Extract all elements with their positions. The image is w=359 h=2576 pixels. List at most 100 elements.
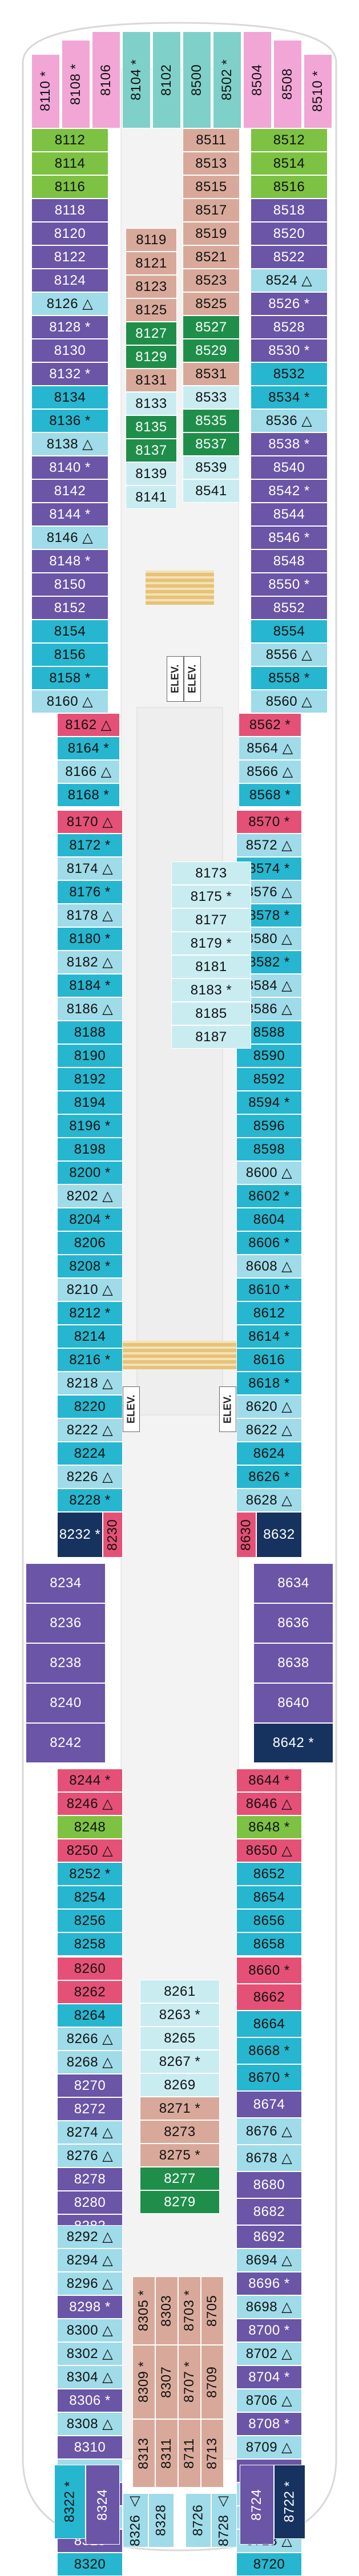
cabin-8525[interactable]: 8525 [183, 292, 240, 316]
cabin-8700[interactable]: 8700 * [236, 2319, 302, 2342]
cabin-8136[interactable]: 8136 * [31, 409, 108, 432]
cabin-8262[interactable]: 8262 [57, 1980, 123, 2004]
cabin-8200[interactable]: 8200 * [57, 1161, 123, 1184]
cabin-8228[interactable]: 8228 * [57, 1489, 123, 1512]
cabin-8682[interactable]: 8682 [236, 2198, 302, 2225]
cabin-8320[interactable]: 8320 [57, 2553, 123, 2576]
cabin-8133[interactable]: 8133 [126, 392, 177, 415]
cabin-8256[interactable]: 8256 [57, 1909, 123, 1932]
cabin-8662[interactable]: 8662 [236, 1984, 302, 2011]
cabin-8119[interactable]: 8119 [126, 228, 177, 252]
cabin-8704[interactable]: 8704 * [236, 2365, 302, 2389]
cabin-8273[interactable]: 8273 [140, 2120, 220, 2144]
cabin-8124[interactable]: 8124 [31, 269, 108, 292]
cabin-8604[interactable]: 8604 [236, 1208, 302, 1231]
cabin-8518[interactable]: 8518 [251, 199, 328, 222]
cabin-8156[interactable]: 8156 [31, 643, 108, 666]
cabin-8606[interactable]: 8606 * [236, 1231, 302, 1255]
cabin-8269[interactable]: 8269 [140, 2073, 220, 2097]
cabin-8517[interactable]: 8517 [183, 199, 240, 222]
cabin-8311[interactable]: 8311 [155, 2419, 178, 2488]
cabin-8158[interactable]: 8158 * [31, 666, 108, 690]
cabin-8146[interactable]: 8146 △ [31, 526, 108, 549]
cabin-8296[interactable]: 8296 △ [57, 2272, 123, 2295]
cabin-8238[interactable]: 8238 [26, 1643, 106, 1683]
cabin-8624[interactable]: 8624 [236, 1442, 302, 1465]
cabin-8110[interactable]: 8110 * [31, 54, 60, 128]
cabin-8129[interactable]: 8129 [126, 345, 177, 369]
cabin-8277[interactable]: 8277 [140, 2167, 220, 2190]
cabin-8170[interactable]: 8170 △ [57, 810, 123, 834]
cabin-8711[interactable]: 8711 [178, 2419, 201, 2488]
cabin-8186[interactable]: 8186 △ [57, 997, 123, 1021]
cabin-8694[interactable]: 8694 △ [236, 2249, 302, 2272]
cabin-8511[interactable]: 8511 [183, 128, 240, 152]
cabin-8326[interactable]: 8326 △ [123, 2493, 148, 2547]
cabin-8184[interactable]: 8184 * [57, 974, 123, 997]
cabin-8226[interactable]: 8226 △ [57, 1465, 123, 1489]
cabin-8706[interactable]: 8706 △ [236, 2389, 302, 2412]
cabin-8709[interactable]: 8709 △ [236, 2436, 302, 2459]
cabin-8608[interactable]: 8608 △ [236, 1255, 302, 1278]
cabin-8726[interactable]: 8726 [185, 2493, 211, 2547]
cabin-8513[interactable]: 8513 [183, 152, 240, 175]
cabin-8121[interactable]: 8121 [126, 252, 177, 275]
cabin-8242[interactable]: 8242 [26, 1723, 106, 1763]
cabin-8544[interactable]: 8544 [251, 503, 328, 526]
cabin-8190[interactable]: 8190 [57, 1044, 123, 1067]
cabin-8302[interactable]: 8302 △ [57, 2342, 123, 2365]
cabin-8122[interactable]: 8122 [31, 245, 108, 269]
cabin-8510[interactable]: 8510 * [304, 54, 332, 128]
cabin-8535[interactable]: 8535 [183, 409, 240, 432]
cabin-8180[interactable]: 8180 * [57, 927, 123, 951]
cabin-8177[interactable]: 8177 [171, 908, 251, 932]
cabin-8152[interactable]: 8152 [31, 596, 108, 620]
cabin-8309[interactable]: 8309 * [132, 2345, 155, 2419]
cabin-8139[interactable]: 8139 [126, 462, 177, 486]
cabin-8724[interactable]: 8724 [240, 2465, 274, 2545]
cabin-8642[interactable]: 8642 * [253, 1723, 333, 1763]
cabin-8654[interactable]: 8654 [236, 1886, 302, 1909]
cabin-8713[interactable]: 8713 [201, 2419, 224, 2488]
cabin-8527[interactable]: 8527 [183, 316, 240, 339]
cabin-8522[interactable]: 8522 [251, 245, 328, 269]
cabin-8630[interactable]: 8630 [236, 1512, 256, 1558]
cabin-8142[interactable]: 8142 [31, 479, 108, 503]
cabin-8728[interactable]: 8728 △ [211, 2493, 237, 2547]
cabin-8538[interactable]: 8538 * [251, 432, 328, 456]
cabin-8240[interactable]: 8240 [26, 1683, 106, 1723]
cabin-8542[interactable]: 8542 * [251, 479, 328, 503]
cabin-8676[interactable]: 8676 △ [236, 2118, 302, 2145]
cabin-8210[interactable]: 8210 △ [57, 1278, 123, 1301]
cabin-8537[interactable]: 8537 [183, 432, 240, 456]
cabin-8512[interactable]: 8512 [251, 128, 328, 152]
cabin-8592[interactable]: 8592 [236, 1067, 302, 1091]
cabin-8118[interactable]: 8118 [31, 199, 108, 222]
cabin-8140[interactable]: 8140 * [31, 456, 108, 479]
cabin-8294[interactable]: 8294 △ [57, 2249, 123, 2272]
cabin-8271[interactable]: 8271 * [140, 2097, 220, 2120]
cabin-8276[interactable]: 8276 △ [57, 2144, 123, 2167]
cabin-8144[interactable]: 8144 * [31, 503, 108, 526]
cabin-8556[interactable]: 8556 △ [251, 643, 328, 666]
cabin-8116[interactable]: 8116 [31, 175, 108, 199]
cabin-8668[interactable]: 8668 * [236, 2037, 302, 2064]
cabin-8638[interactable]: 8638 [253, 1643, 333, 1683]
cabin-8524[interactable]: 8524 △ [251, 269, 328, 292]
cabin-8307[interactable]: 8307 [155, 2345, 178, 2419]
cabin-8308[interactable]: 8308 △ [57, 2412, 123, 2436]
cabin-8198[interactable]: 8198 [57, 1138, 123, 1161]
cabin-8519[interactable]: 8519 [183, 222, 240, 245]
cabin-8529[interactable]: 8529 [183, 339, 240, 362]
cabin-8602[interactable]: 8602 * [236, 1184, 302, 1208]
cabin-8305[interactable]: 8305 * [132, 2276, 155, 2345]
cabin-8533[interactable]: 8533 [183, 386, 240, 409]
cabin-8540[interactable]: 8540 [251, 456, 328, 479]
cabin-8154[interactable]: 8154 [31, 620, 108, 643]
cabin-8187[interactable]: 8187 [171, 1025, 251, 1049]
cabin-8620[interactable]: 8620 △ [236, 1395, 302, 1418]
cabin-8222[interactable]: 8222 △ [57, 1418, 123, 1442]
cabin-8298[interactable]: 8298 * [57, 2295, 123, 2319]
cabin-8172[interactable]: 8172 * [57, 834, 123, 857]
cabin-8192[interactable]: 8192 [57, 1067, 123, 1091]
